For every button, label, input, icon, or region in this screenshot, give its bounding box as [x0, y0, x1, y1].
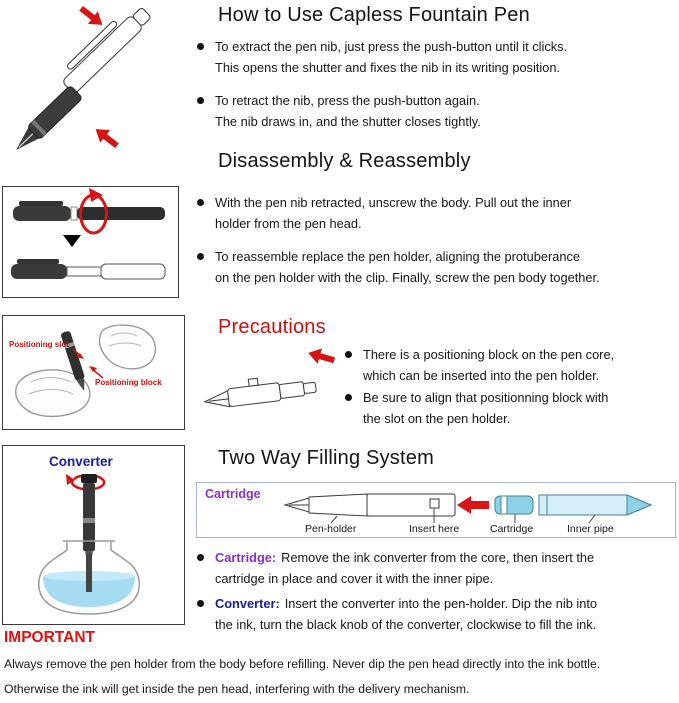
- precautions-bullet-2-text: Be sure to align that positionning block…: [363, 390, 609, 426]
- converter-illustration: Converter: [2, 445, 185, 625]
- bullet-icon: [345, 394, 352, 401]
- filling-system-drawing: [283, 493, 653, 524]
- converter-instruction: Converter:Insert the converter into the …: [197, 594, 663, 635]
- converter-illustration-label: Converter: [49, 454, 113, 469]
- usage-bullet-1-text: To extract the pen nib, just press the p…: [215, 39, 568, 75]
- disassembly-bullet-1-text: With the pen nib retracted, unscrew the …: [215, 195, 572, 231]
- inner-pipe-label: Inner pipe: [567, 523, 614, 535]
- converter-instruction-body: Insert the converter into the pen-holder…: [215, 596, 598, 632]
- red-arrow-icon: [308, 348, 336, 364]
- hands-holding-pen-drawing: [15, 324, 156, 418]
- precautions-bullet-1: There is a positioning block on the pen …: [345, 345, 665, 386]
- usage-title: How to Use Capless Fountain Pen: [218, 4, 530, 26]
- converter-instruction-text: Converter:Insert the converter into the …: [215, 594, 597, 635]
- cartridge-instruction-label: Cartridge:: [215, 550, 277, 565]
- cartridge-instruction: Cartridge:Remove the ink converter from …: [197, 548, 659, 589]
- disassembly-bullet-1: With the pen nib retracted, unscrew the …: [197, 193, 667, 234]
- cartridge-part-label: Cartridge: [490, 523, 534, 535]
- converter-bottle-drawing: [38, 474, 140, 615]
- filling-diagram: Cartridge P: [196, 482, 676, 538]
- cartridge-diagram-label: Cartridge: [205, 487, 261, 501]
- bullet-icon: [197, 600, 204, 607]
- bullet-icon: [197, 43, 204, 50]
- ink-bottle-outline: [38, 542, 140, 615]
- important-title: IMPORTANT: [4, 629, 95, 646]
- insert-here-label: Insert here: [409, 523, 460, 535]
- precautions-bullet-2: Be sure to align that positionning block…: [345, 388, 665, 429]
- positioning-slot-label: Positioning slot: [9, 340, 69, 349]
- filling-title: Two Way Filling System: [218, 447, 434, 469]
- pen-core-illustration: [196, 346, 341, 430]
- positioning-illustration: Positioning slot Positioning block: [2, 315, 185, 430]
- usage-bullet-1: To extract the pen nib, just press the p…: [197, 37, 659, 78]
- bullet-icon: [197, 253, 204, 260]
- red-arrow-icon: [79, 5, 103, 25]
- red-arrow-icon: [457, 496, 489, 514]
- positioning-block-label: Positioning block: [95, 378, 162, 387]
- push-button-illustration: [0, 0, 185, 178]
- bullet-icon: [197, 199, 204, 206]
- pen-unscrew-drawing: [11, 188, 166, 280]
- pen-core-drawing: [203, 348, 336, 408]
- bullet-icon: [345, 351, 352, 358]
- disassembly-illustration: [2, 186, 179, 298]
- red-arrow-icon: [95, 129, 119, 149]
- disassembly-title: Disassembly & Reassembly: [218, 150, 471, 172]
- disassembly-bullet-2: To reassemble replace the pen holder, al…: [197, 247, 667, 288]
- usage-bullet-2-text: To retract the nib, press the push-butto…: [215, 93, 481, 129]
- red-pointer-icon: [72, 348, 104, 379]
- important-line-1: Always remove the pen holder from the bo…: [4, 657, 601, 671]
- pen-holder-label: Pen-holder: [305, 523, 357, 535]
- rotate-arrow-icon: [79, 188, 108, 235]
- pen-angled-drawing: [16, 5, 151, 150]
- disassembly-bullet-2-text: To reassemble replace the pen holder, al…: [215, 249, 600, 285]
- bullet-icon: [197, 97, 204, 104]
- usage-bullet-2: To retract the nib, press the push-butto…: [197, 91, 659, 132]
- cartridge-instruction-text: Cartridge:Remove the ink converter from …: [215, 548, 594, 589]
- important-line-2: Otherwise the ink will get inside the pe…: [4, 682, 470, 696]
- converter-instruction-label: Converter:: [215, 596, 280, 611]
- precautions-title: Precautions: [218, 316, 326, 338]
- bullet-icon: [197, 554, 204, 561]
- down-arrow-icon: [63, 235, 81, 247]
- cartridge-instruction-body: Remove the ink converter from the core, …: [215, 550, 595, 586]
- precautions-bullet-1-text: There is a positioning block on the pen …: [363, 347, 615, 383]
